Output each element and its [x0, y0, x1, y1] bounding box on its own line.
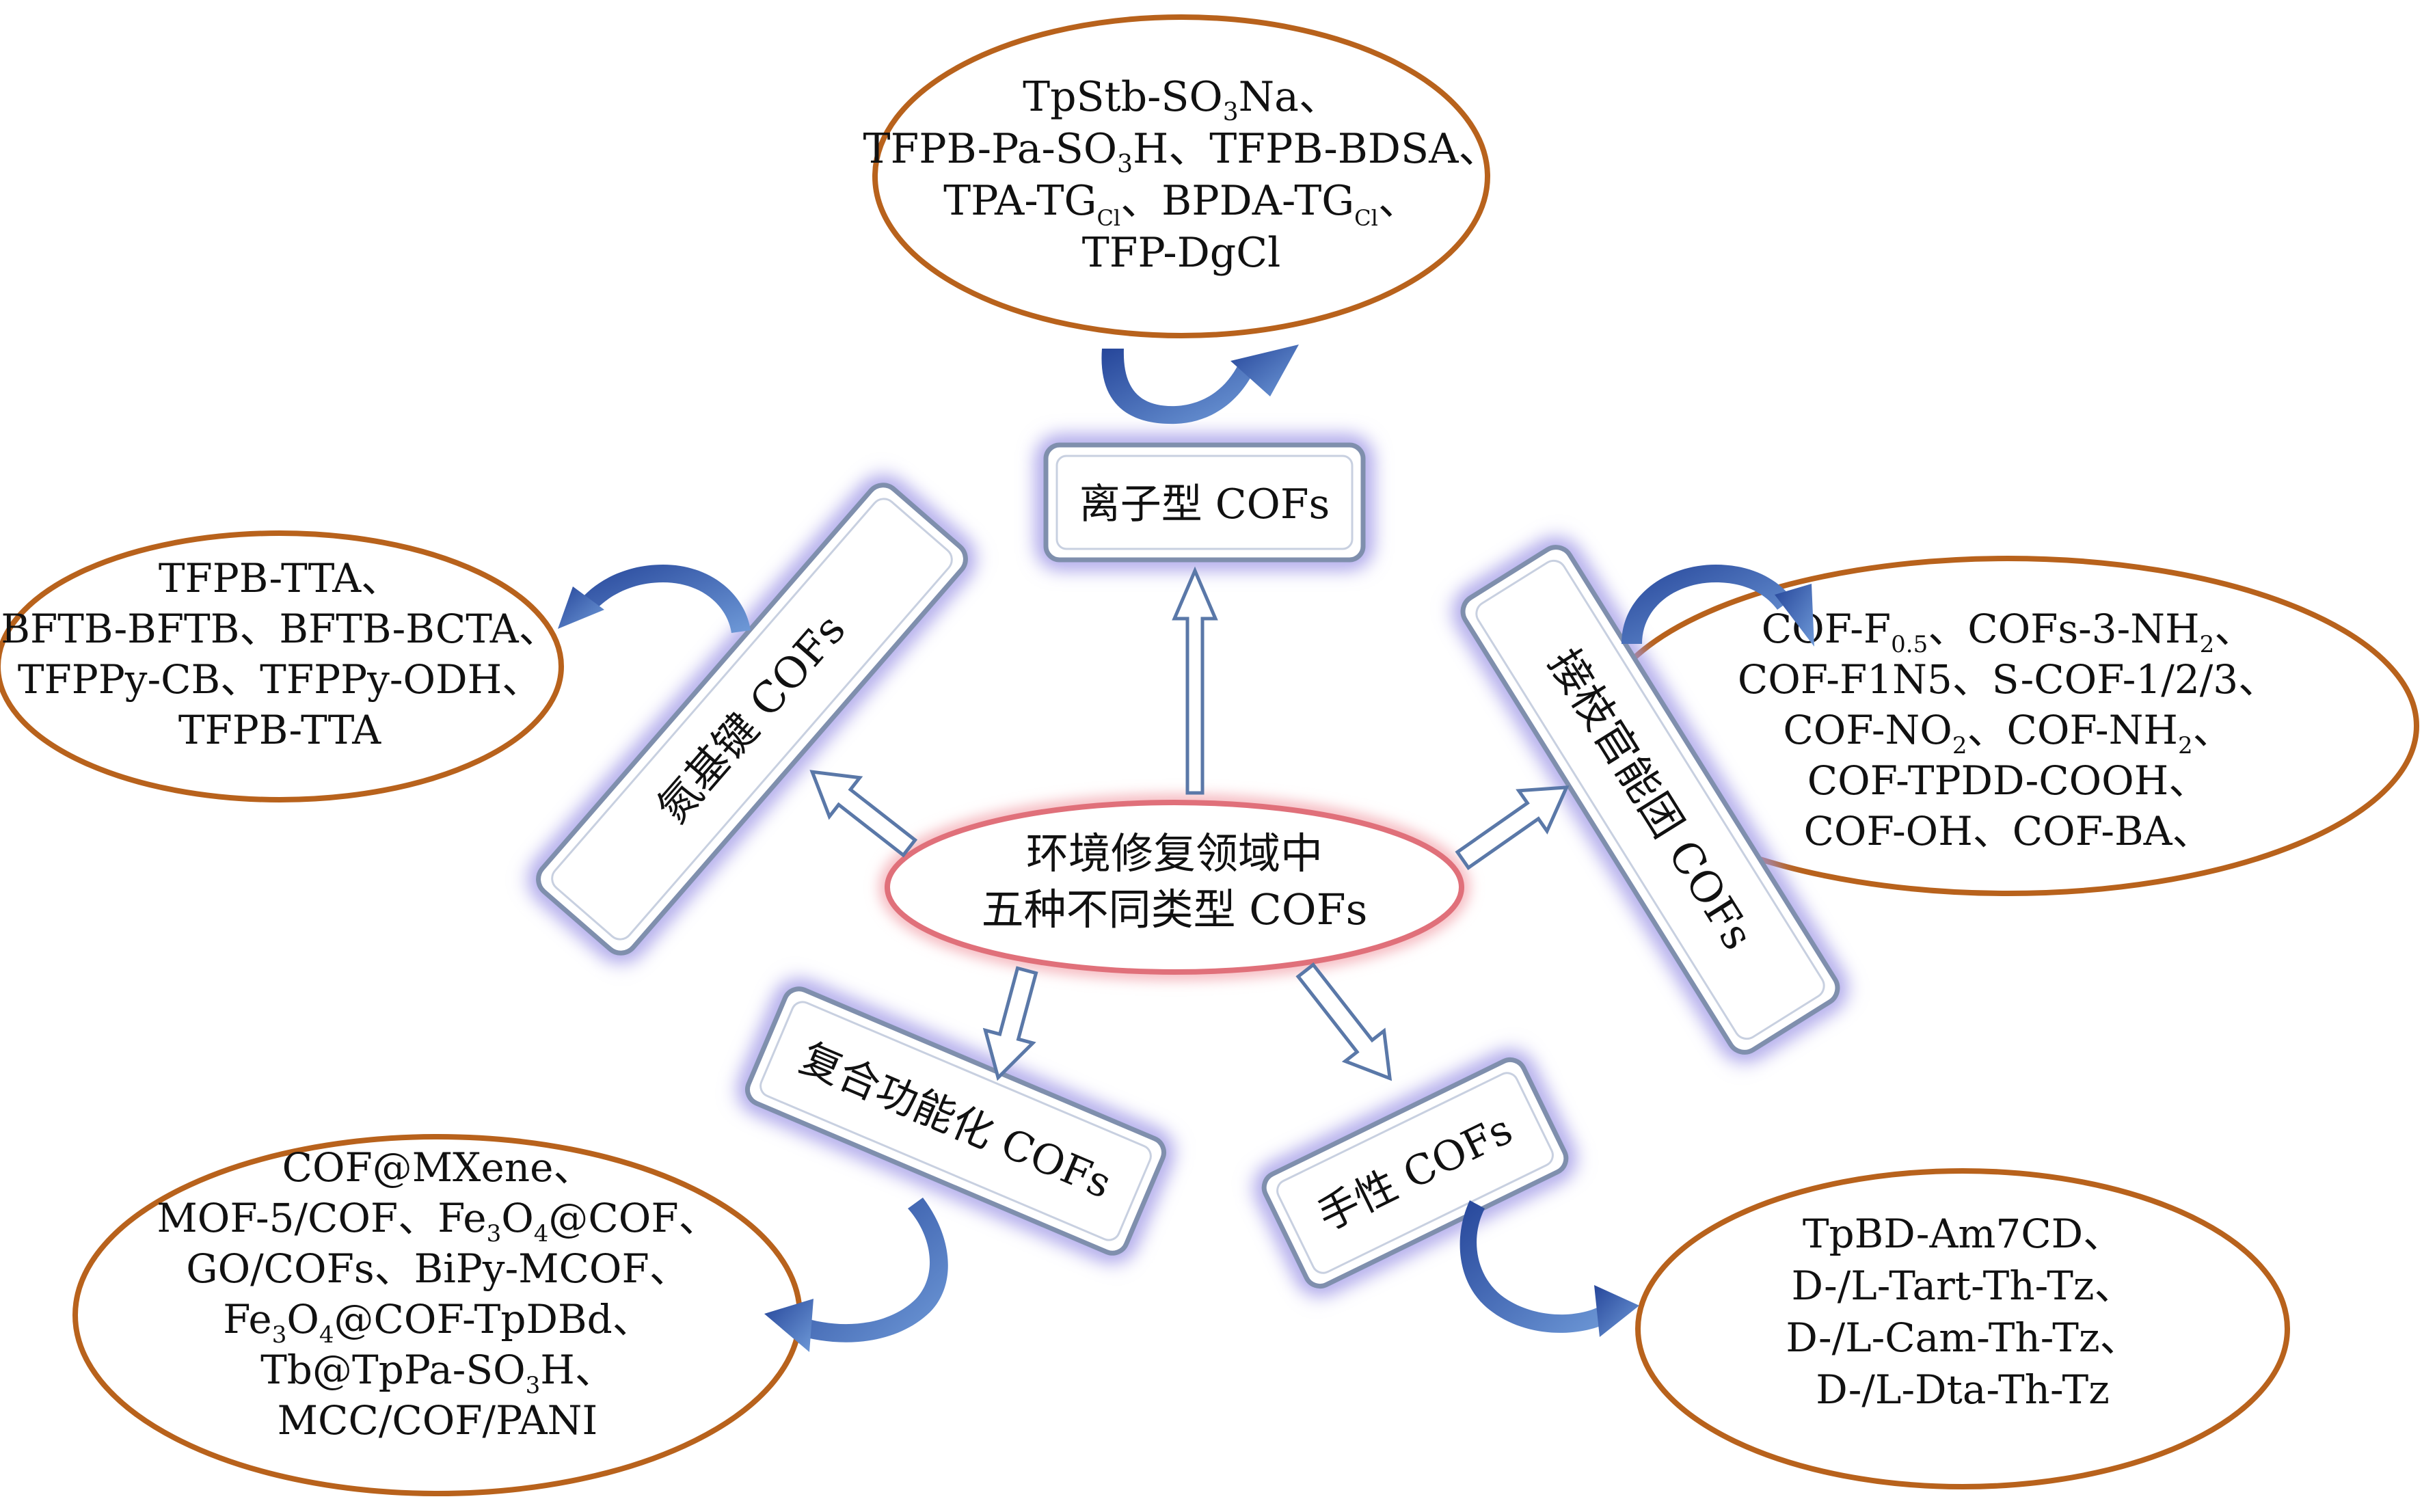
curved-arrow-ionic: [1101, 345, 1299, 424]
svg-text:TFPPy-CB、TFPPy-ODH、: TFPPy-CB、TFPPy-ODH、: [18, 656, 541, 703]
arrow-to-chiral: [1295, 962, 1392, 1081]
svg-text:TpStb-SO3Na、: TpStb-SO3Na、: [1023, 73, 1340, 126]
svg-text:BFTB-BFTB、BFTB-BCTA、: BFTB-BFTB、BFTB-BCTA、: [1, 606, 558, 652]
svg-text:D-/L-Cam-Th-Tz、: D-/L-Cam-Th-Tz、: [1786, 1314, 2139, 1361]
svg-text:MOF-5/COF、Fe3O4@COF、: MOF-5/COF、Fe3O4@COF、: [157, 1195, 718, 1247]
svg-text:COF-F0.5、COFs-3-NH2、: COF-F0.5、COFs-3-NH2、: [1762, 606, 2255, 658]
svg-text:TFPB-TTA、: TFPB-TTA、: [159, 555, 401, 602]
svg-text:Fe3O4@COF-TpDBd、: Fe3O4@COF-TpDBd、: [223, 1296, 651, 1349]
svg-text:D-/L-Dta-Th-Tz: D-/L-Dta-Th-Tz: [1816, 1366, 2110, 1413]
arrow-to-composite: [982, 966, 1038, 1081]
nitrogen-examples-ellipse: [0, 530, 564, 802]
chiral-examples-text: TpBD-Am7CD、 D-/L-Tart-Th-Tz、 D-/L-Cam-Th…: [1786, 1211, 2139, 1413]
svg-text:COF-TPDD-COOH、: COF-TPDD-COOH、: [1807, 757, 2209, 804]
svg-text:COF-OH、COF-BA、: COF-OH、COF-BA、: [1804, 808, 2212, 854]
grafted-box: 接枝官能团 COFs: [1454, 538, 1846, 1062]
curved-arrow-grafted: [1622, 565, 1814, 647]
arrow-to-grafted: [1455, 785, 1570, 870]
ionic-box: 离子型 COFs: [1037, 436, 1372, 569]
curved-arrow-nitrogen: [558, 565, 751, 633]
curved-arrow-composite: [764, 1198, 948, 1352]
nitrogen-box: 氮基键 COFs: [529, 476, 975, 962]
arrow-to-nitrogen: [809, 770, 918, 858]
grafted-examples-text: COF-F0.5、COFs-3-NH2、 COF-F1N5、S-COF-1/2/…: [1738, 606, 2278, 854]
chiral-box: 手性 COFs: [1255, 1051, 1575, 1295]
svg-text:TFPB-TTA: TFPB-TTA: [178, 707, 381, 753]
composite-examples-text: COF@MXene、 MOF-5/COF、Fe3O4@COF、 GO/COFs、…: [157, 1144, 718, 1444]
center-line-2: 五种不同类型 COFs: [982, 885, 1368, 934]
svg-text:COF@MXene、: COF@MXene、: [282, 1144, 593, 1191]
svg-text:MCC/COF/PANI: MCC/COF/PANI: [278, 1397, 598, 1444]
composite-box: 复合功能化 COFs: [738, 980, 1173, 1263]
svg-text:GO/COFs、BiPy-MCOF、: GO/COFs、BiPy-MCOF、: [186, 1245, 688, 1292]
svg-text:D-/L-Tart-Th-Tz、: D-/L-Tart-Th-Tz、: [1792, 1263, 2134, 1309]
svg-text:COF-F1N5、S-COF-1/2/3、: COF-F1N5、S-COF-1/2/3、: [1738, 656, 2278, 703]
center-line-1: 环境修复领域中: [1026, 828, 1323, 878]
svg-text:TpBD-Am7CD、: TpBD-Am7CD、: [1803, 1211, 2123, 1257]
svg-text:TPA-TGCl、BPDA-TGCl、: TPA-TGCl、BPDA-TGCl、: [943, 177, 1419, 231]
arrow-to-ionic: [1172, 566, 1218, 795]
svg-text:TFP-DgCl: TFP-DgCl: [1082, 229, 1281, 277]
svg-text:TFPB-Pa-SO3H、TFPB-BDSA、: TFPB-Pa-SO3H、TFPB-BDSA、: [863, 125, 1500, 178]
ionic-label: 离子型 COFs: [1079, 481, 1330, 528]
center-ellipse: [885, 800, 1464, 975]
nitrogen-examples-text: TFPB-TTA、 BFTB-BFTB、BFTB-BCTA、 TFPPy-CB、…: [1, 555, 558, 753]
ionic-examples-text: TpStb-SO3Na、 TFPB-Pa-SO3H、TFPB-BDSA、 TPA…: [863, 73, 1500, 277]
chiral-examples-ellipse: [1635, 1168, 2290, 1489]
svg-text:Tb@TpPa-SO3H、: Tb@TpPa-SO3H、: [260, 1347, 615, 1399]
svg-text:COF-NO2、COF-NH2、: COF-NO2、COF-NH2、: [1783, 707, 2232, 759]
ionic-examples-ellipse: [872, 14, 1490, 338]
curved-arrow-chiral: [1459, 1200, 1639, 1337]
